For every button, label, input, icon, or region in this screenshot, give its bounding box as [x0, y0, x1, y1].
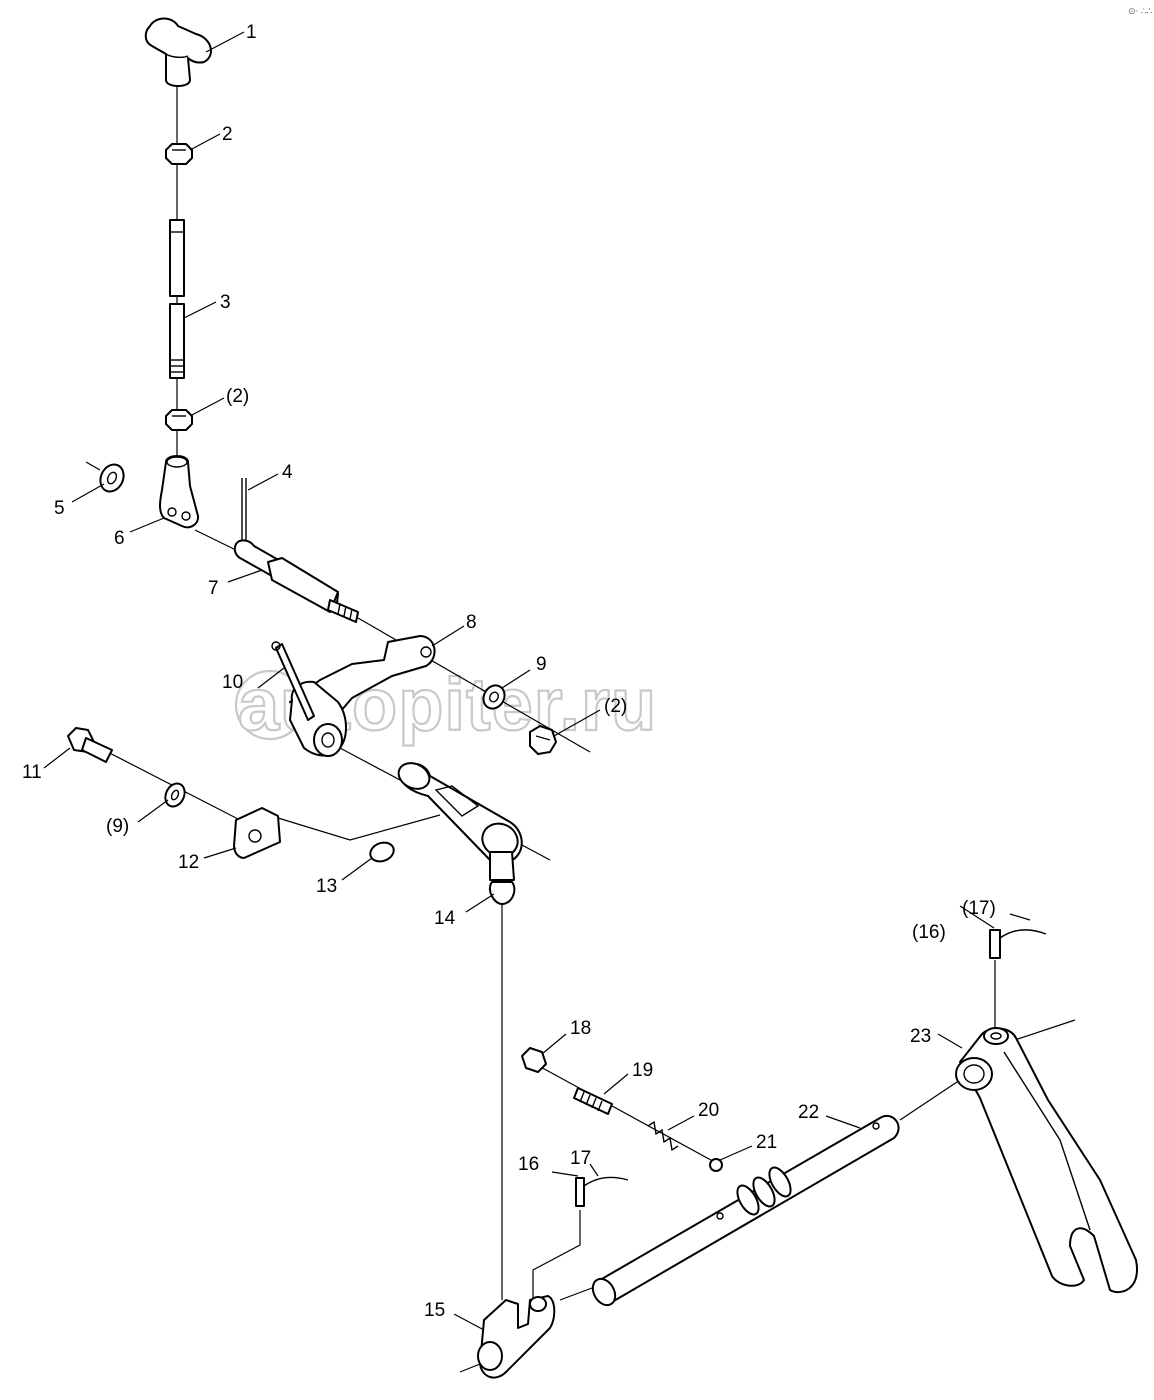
callout-8: 8	[466, 612, 477, 633]
callout-2: 2	[222, 124, 233, 145]
coil-spring-icon	[647, 1120, 679, 1152]
callout-2-ref: (2)	[226, 386, 249, 407]
lock-plate-icon	[233, 807, 281, 859]
hex-nut-icon	[165, 143, 193, 165]
leader-lines	[43, 31, 1031, 1331]
ball-joint-icon	[709, 1158, 723, 1172]
cotter-pin-icon	[241, 478, 247, 540]
callout-20: 20	[698, 1100, 719, 1121]
callout-23: 23	[910, 1026, 931, 1047]
callout-16-ref: (16)	[912, 922, 946, 943]
callout-17-ref: (17)	[962, 898, 996, 919]
shift-fork-icon	[955, 1027, 1139, 1294]
callout-4: 4	[282, 462, 293, 483]
callout-3: 3	[220, 292, 231, 313]
callout-14: 14	[434, 908, 456, 929]
hex-bolt-icon	[67, 727, 113, 763]
callout-6: 6	[114, 528, 125, 549]
stepped-shaft-icon	[591, 1115, 900, 1307]
flat-washer-icon	[482, 684, 506, 710]
callout-22: 22	[798, 1102, 819, 1123]
callout-5: 5	[54, 498, 65, 519]
hex-nut-icon	[529, 725, 557, 755]
callout-9: 9	[536, 654, 547, 675]
callout-17: 17	[570, 1148, 591, 1169]
callout-11: 11	[22, 762, 42, 783]
corner-mark: ⊙⋅ ∴∴	[1128, 6, 1153, 16]
t-handle-knob-icon	[144, 17, 212, 87]
clevis-yoke-icon	[159, 455, 200, 529]
set-screw-icon	[989, 929, 1047, 959]
hex-nut-icon	[521, 1047, 547, 1073]
callout-15: 15	[424, 1300, 445, 1321]
flat-washer-icon	[164, 782, 186, 808]
callout-1: 1	[246, 22, 257, 43]
callout-21: 21	[756, 1132, 777, 1153]
stepped-shaft-icon	[233, 539, 359, 623]
callout-19: 19	[632, 1060, 653, 1081]
coil-spring-icon	[573, 1087, 613, 1115]
o-ring-icon	[369, 841, 395, 863]
shift-block-icon	[477, 1295, 556, 1379]
callout-16: 16	[518, 1154, 539, 1175]
callout-7: 7	[208, 578, 219, 599]
callout-12: 12	[178, 852, 199, 873]
callout-2-ref-b: (2)	[604, 696, 627, 717]
cotter-pin-icon	[271, 641, 315, 721]
callout-10: 10	[222, 672, 243, 693]
threaded-rod-icon	[169, 219, 185, 379]
stepped-shaft-icon	[397, 762, 523, 863]
hex-nut-icon	[165, 409, 193, 431]
callouts: 1 2 3 (2) 4 5 6 7 8 9 (2) 10 11 (9) 12 1…	[22, 22, 996, 1321]
callout-13: 13	[316, 876, 337, 897]
callout-9-ref: (9)	[106, 816, 129, 837]
flat-washer-icon	[85, 461, 125, 493]
callout-18: 18	[570, 1018, 591, 1039]
ball-joint-icon	[488, 851, 516, 905]
set-screw-icon	[575, 1176, 629, 1207]
